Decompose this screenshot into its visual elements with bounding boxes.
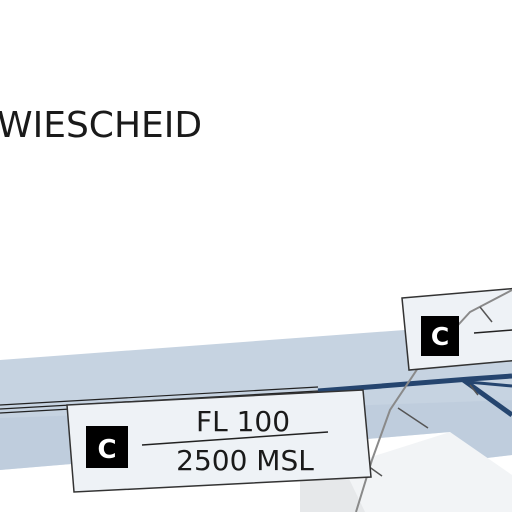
track-tick: [479, 306, 493, 323]
airspace-boundary: [317, 373, 512, 394]
airspace-class-box: C: [401, 287, 512, 371]
airspace-box-frame: [66, 389, 372, 493]
lower-limit-label: 2500 MSL: [176, 444, 314, 477]
limit-divider: [473, 329, 512, 334]
upper-limit-label: FL 100: [196, 405, 290, 438]
light-area: [330, 432, 512, 512]
airspace-boundary-branch-inner: [467, 380, 512, 388]
airspace-class-letter: C: [97, 435, 116, 465]
airspace-class-badge: [421, 316, 459, 356]
track-tick: [469, 384, 479, 396]
airspace-class-letter: C: [431, 322, 449, 351]
place-label: WIESCHEID: [0, 105, 202, 146]
limit-divider: [141, 431, 329, 446]
boundary-thin-1: [0, 386, 319, 406]
airspace-class-badge: [86, 426, 128, 468]
track-tick: [397, 407, 429, 429]
airspace-class-box: C FL 100 2500 MSL: [66, 389, 372, 493]
